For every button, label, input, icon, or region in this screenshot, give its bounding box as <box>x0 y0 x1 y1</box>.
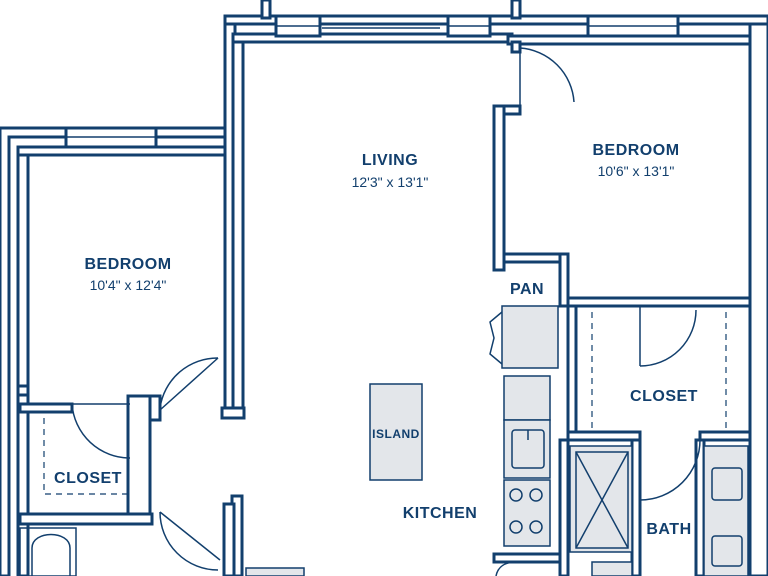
door-left-bath <box>159 511 221 571</box>
door-right-bedroom <box>519 47 575 106</box>
door-bath <box>639 439 701 501</box>
counter <box>503 375 551 421</box>
bedroom-left-label: BEDROOM <box>84 256 171 273</box>
bedroom-right-dims: 10'6" x 13'1" <box>598 163 675 179</box>
sink-upper <box>711 467 743 501</box>
kitchen-fixtures <box>369 305 559 576</box>
windows <box>64 0 680 149</box>
range <box>503 479 551 547</box>
island-label: ISLAND <box>372 427 420 441</box>
room-labels: LIVING 12'3" x 13'1" BEDROOM 10'6" x 13'… <box>54 142 698 538</box>
bedroom-right-label: BEDROOM <box>592 142 679 159</box>
doors <box>71 47 701 571</box>
door-closet-left <box>71 403 131 459</box>
door-closet-right <box>639 306 697 367</box>
closet-left-label: CLOSET <box>54 470 122 487</box>
sink-lower <box>711 535 743 567</box>
kitchen-label: KITCHEN <box>403 505 478 522</box>
bath-label: BATH <box>646 521 691 538</box>
living-label: LIVING <box>362 152 418 169</box>
walls <box>0 14 768 576</box>
pantry-cabinet <box>501 305 559 369</box>
bedroom-left-dims: 10'4" x 12'4" <box>90 277 167 293</box>
bathtub-left <box>31 533 71 576</box>
bath-fixtures <box>19 445 749 576</box>
island-counter <box>369 383 423 481</box>
pantry-label: PAN <box>510 281 544 298</box>
living-dims: 12'3" x 13'1" <box>352 174 429 190</box>
sink-counter <box>503 419 551 479</box>
closet-right-label: CLOSET <box>630 388 698 405</box>
door-left-bedroom <box>159 357 219 411</box>
closet-rods <box>43 312 727 495</box>
